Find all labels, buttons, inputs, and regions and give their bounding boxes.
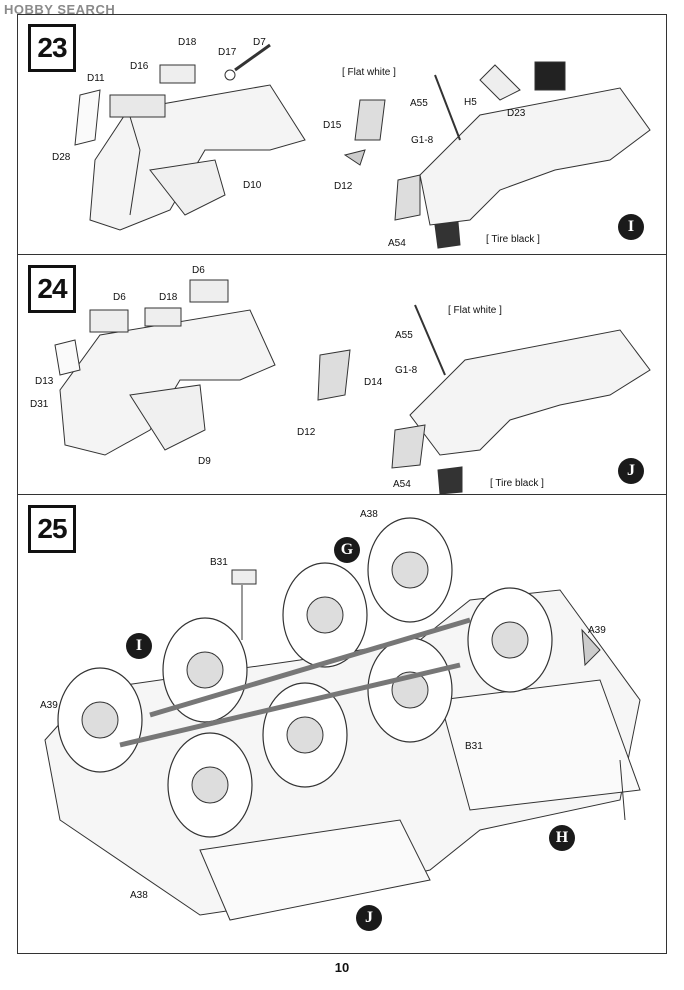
part-label: D15 [323, 120, 342, 131]
part-label: A54 [393, 479, 411, 490]
paint-note: [ Tire black ] [490, 478, 544, 489]
step-number-box: 24 [28, 265, 76, 313]
page-number: 10 [334, 960, 350, 975]
part-label: D6 [113, 292, 126, 303]
part-label: D13 [35, 376, 54, 387]
part-label: D31 [30, 399, 49, 410]
part-label: D11 [87, 73, 105, 84]
reference-marker: I [618, 214, 644, 240]
paint-note: [ Flat white ] [342, 67, 396, 78]
reference-marker: H [549, 825, 575, 851]
part-label: D7 [253, 37, 266, 48]
step-number-box: 25 [28, 505, 76, 553]
reference-marker: G [334, 537, 360, 563]
hobby-search-watermark: HOBBY SEARCH [4, 2, 116, 17]
part-label: D28 [52, 152, 71, 163]
reference-marker: J [356, 905, 382, 931]
part-label: A39 [588, 625, 606, 636]
step-number-box: 23 [28, 24, 76, 72]
part-label: D14 [364, 377, 383, 388]
divider-23-24 [17, 254, 667, 255]
part-label: A55 [410, 98, 428, 109]
part-label: D16 [130, 61, 149, 72]
paint-note: [ Flat white ] [448, 305, 502, 316]
part-label: G1-8 [395, 365, 418, 376]
part-label: A39 [40, 700, 58, 711]
page-frame [17, 14, 667, 954]
part-label: A38 [360, 509, 378, 520]
part-label: D18 [159, 292, 178, 303]
part-label: B31 [210, 557, 228, 568]
part-label: D18 [178, 37, 197, 48]
part-label: B31 [465, 741, 483, 752]
part-label: A38 [130, 890, 148, 901]
part-label: D12 [334, 181, 353, 192]
reference-marker: I [126, 633, 152, 659]
reference-marker: J [618, 458, 644, 484]
part-label: D6 [192, 265, 205, 276]
part-label: D9 [198, 456, 211, 467]
part-label: D17 [218, 47, 237, 58]
part-label: G1-8 [411, 135, 434, 146]
paint-note: [ Tire black ] [486, 234, 540, 245]
part-label: A55 [395, 330, 413, 341]
part-label: D10 [243, 180, 262, 191]
divider-24-25 [17, 494, 667, 495]
part-label: D23 [507, 108, 526, 119]
part-label: H5 [464, 97, 477, 108]
part-label: A54 [388, 238, 406, 249]
part-label: D12 [297, 427, 316, 438]
